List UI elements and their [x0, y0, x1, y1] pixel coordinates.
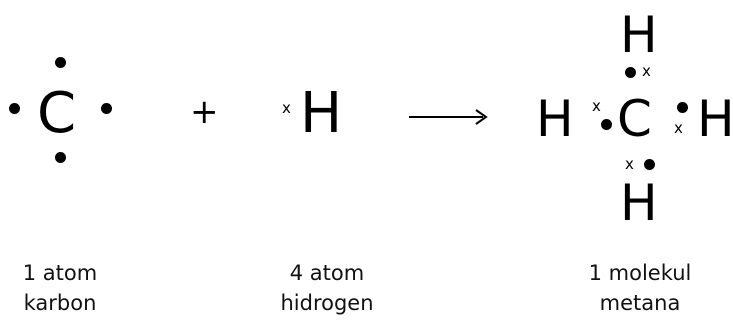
bond-cross-right: x — [674, 119, 683, 137]
methane-hydrogen-bottom: H — [620, 174, 658, 232]
methane-carbon-center: C — [617, 90, 652, 148]
carbon-symbol: C — [37, 81, 77, 146]
electron-dot-right — [101, 103, 112, 114]
caption-carbon-line2: karbon — [23, 291, 97, 315]
reaction-arrow-icon — [409, 109, 488, 125]
caption-hydrogen-line2: hidrogen — [280, 291, 374, 315]
bond-cross-bottom: x — [625, 155, 634, 173]
bond-dot-right — [677, 102, 688, 113]
bond-dot-top — [625, 67, 636, 78]
caption-product-line2: metana — [599, 291, 681, 315]
bond-dot-left — [601, 119, 612, 130]
plus-sign: + — [190, 92, 219, 132]
methane-hydrogen-right: H — [697, 90, 733, 148]
bond-dot-bottom — [644, 159, 655, 170]
caption-product: 1 molekul metana — [550, 258, 730, 318]
electron-dot-left — [9, 103, 20, 114]
caption-hydrogen-line1: 4 atom — [289, 261, 365, 285]
caption-carbon: 1 atom karbon — [0, 258, 150, 318]
bond-cross-top: x — [642, 62, 651, 80]
caption-hydrogen: 4 atom hidrogen — [237, 258, 417, 318]
electron-dot-top — [55, 57, 66, 68]
hydrogen-electron-cross: x — [282, 99, 291, 117]
methane-hydrogen-left: H — [536, 90, 574, 148]
electron-dot-bottom — [55, 152, 66, 163]
methane-hydrogen-top: H — [620, 6, 658, 64]
hydrogen-symbol: H — [300, 81, 343, 146]
bond-cross-left: x — [592, 97, 601, 115]
caption-carbon-line1: 1 atom — [22, 261, 98, 285]
caption-product-line1: 1 molekul — [588, 261, 692, 285]
